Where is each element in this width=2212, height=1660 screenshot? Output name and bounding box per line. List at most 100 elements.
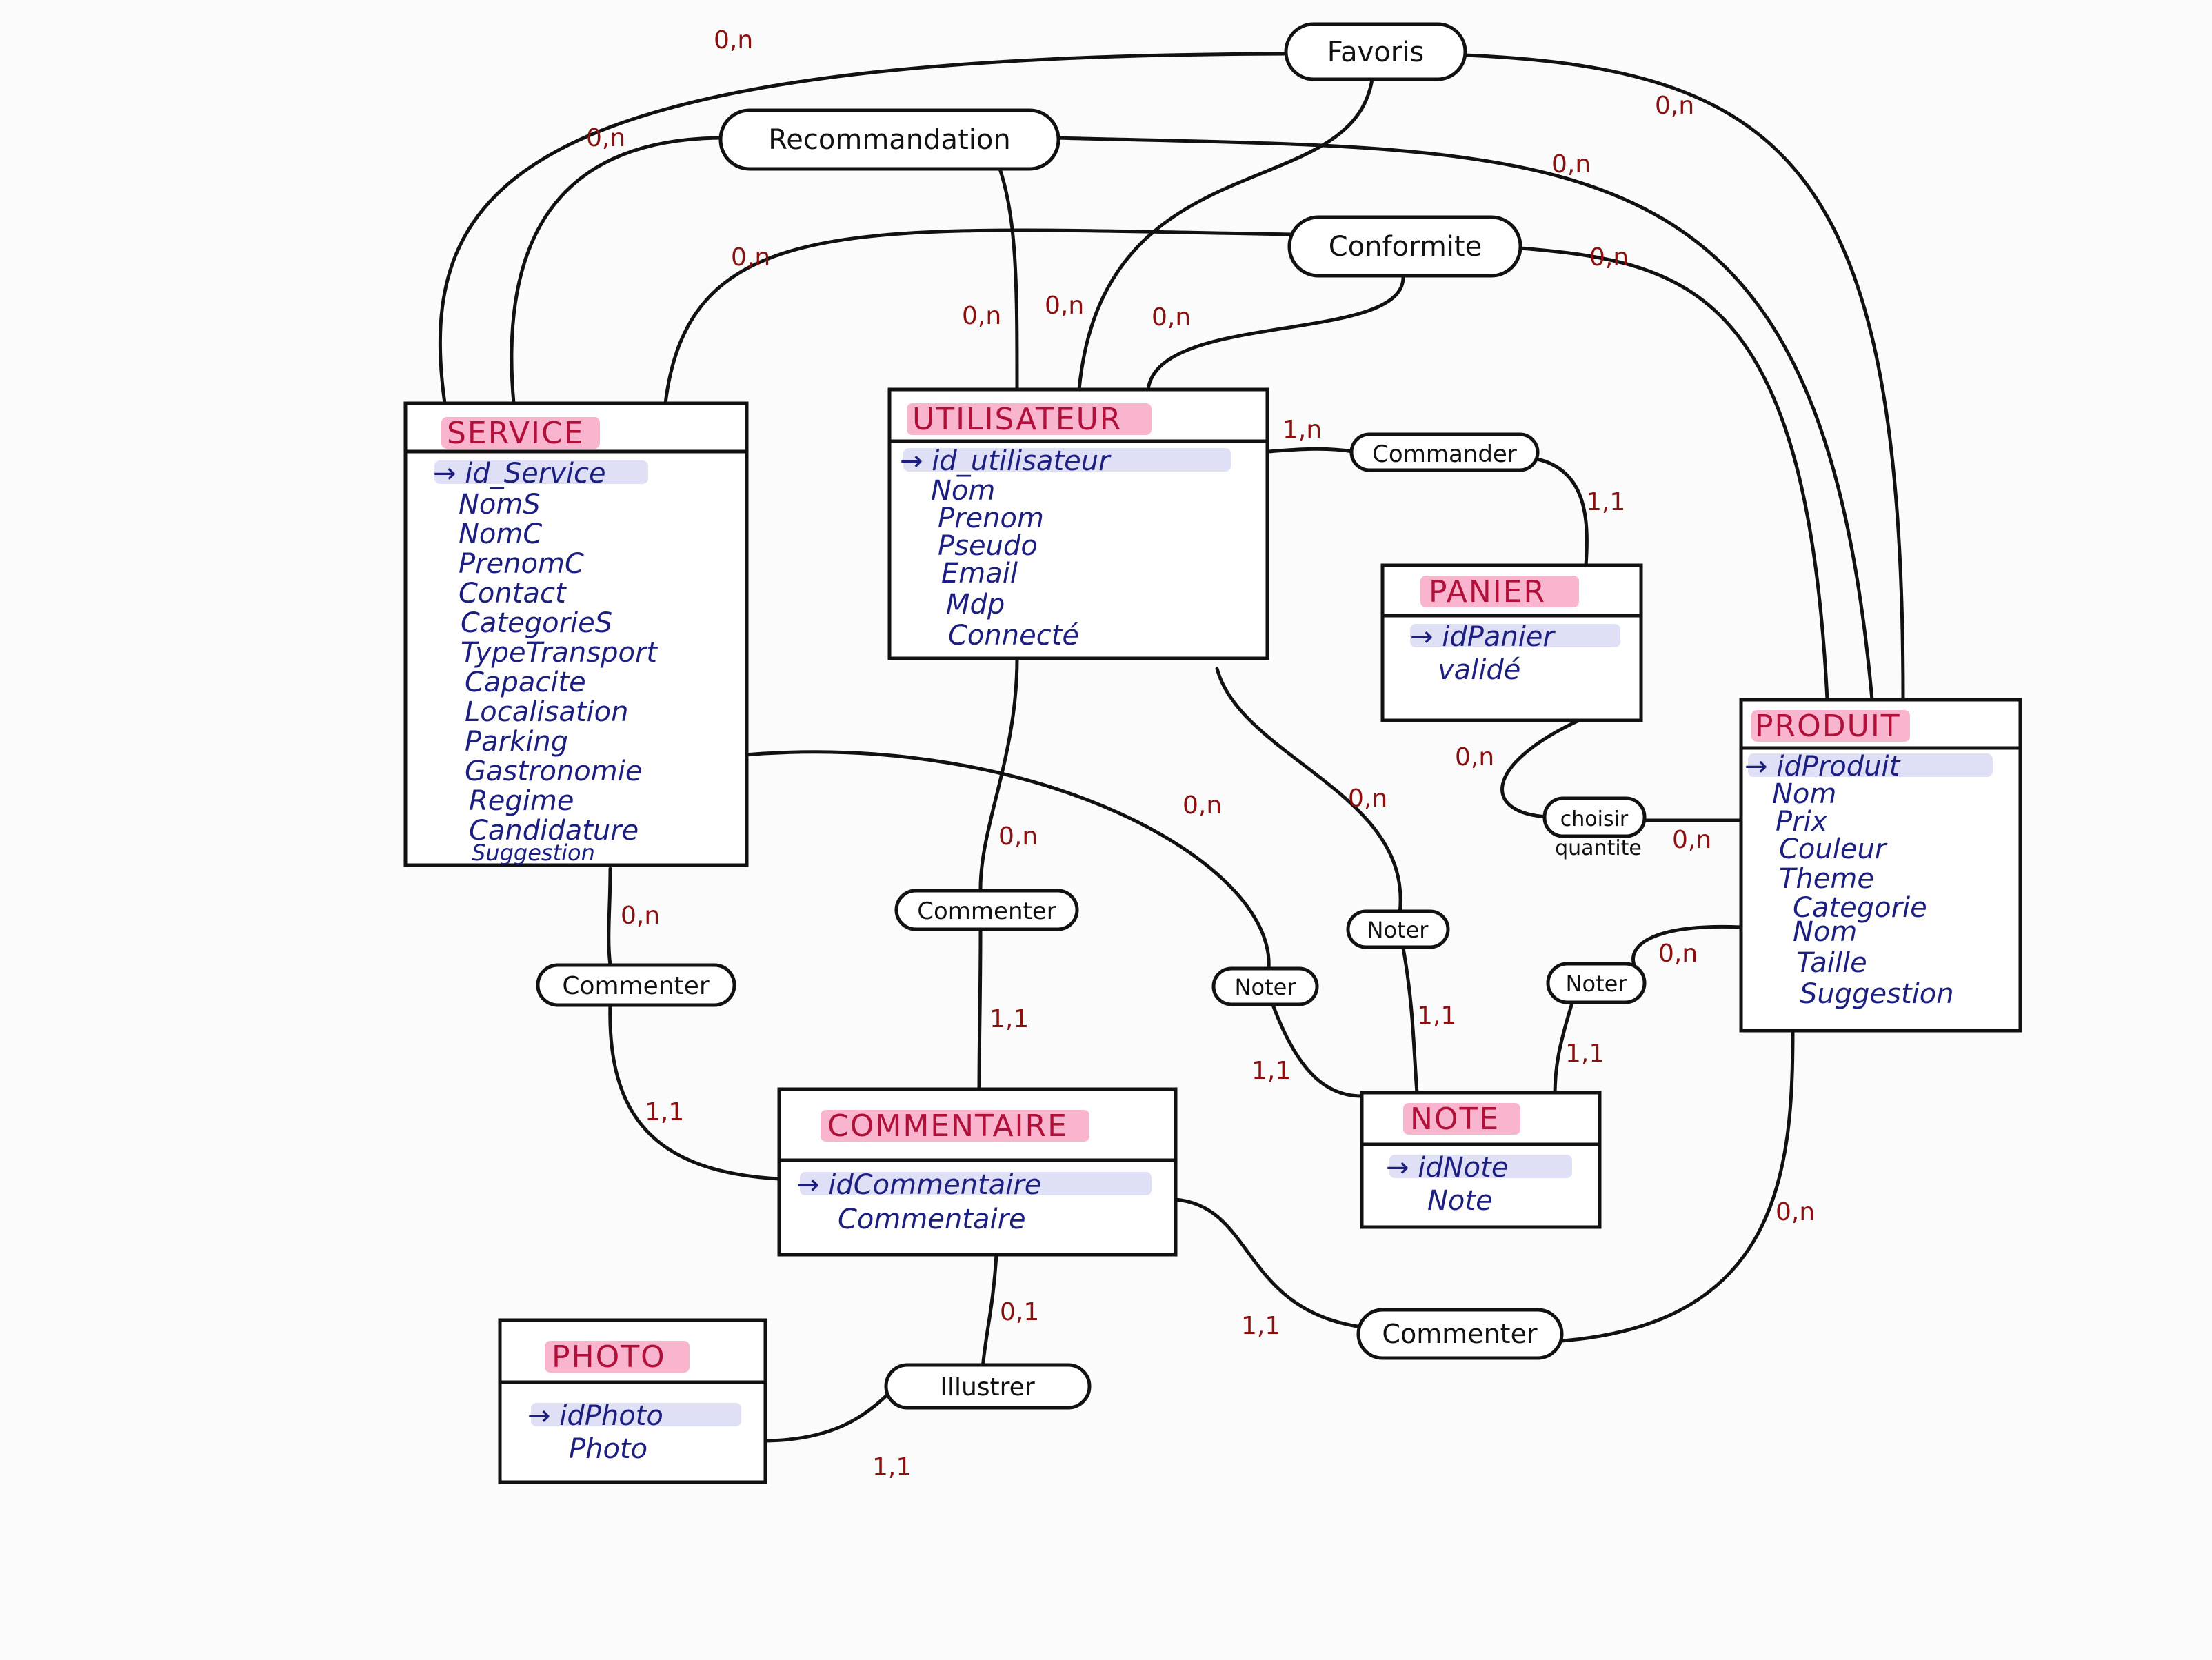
cardinality-label: 1,1 — [1241, 1312, 1280, 1340]
line-noter-prod-note — [1553, 1001, 1574, 1098]
cardinality-label: 0,n — [1655, 92, 1694, 120]
association-label: choisir — [1560, 807, 1629, 831]
entity-attribute: Localisation — [465, 696, 628, 728]
entity-attribute: Mdp — [946, 589, 1005, 620]
cardinality-label: 0,n — [962, 302, 1001, 330]
line-commenter-util-utilisateur — [978, 656, 1019, 895]
cardinality-label: 0,n — [1551, 150, 1591, 179]
entity-title: PHOTO — [552, 1339, 666, 1375]
cardinality-label: 0,1 — [1000, 1298, 1039, 1326]
cardinality-label: 0,n — [1183, 791, 1222, 820]
line-recommandation-service — [510, 136, 726, 405]
cardinality-label: 1,1 — [872, 1453, 912, 1481]
cardinality-label: 0,n — [621, 902, 660, 930]
line-commander-panier — [1532, 456, 1589, 567]
entity-id-attribute: → idNote — [1386, 1152, 1508, 1184]
entity-attribute: PrenomC — [459, 548, 584, 580]
association-noter-utilisateur[interactable]: Noter — [1346, 909, 1450, 949]
entity-photo[interactable]: PHOTO → idPhoto Photo — [498, 1318, 767, 1484]
entity-commentaire[interactable]: COMMENTAIRE → idCommentaire Commentaire — [777, 1087, 1178, 1257]
entity-id-attribute: → idProduit — [1745, 751, 1901, 782]
entity-title: COMMENTAIRE — [827, 1109, 1068, 1144]
entity-attribute: Commentaire — [838, 1204, 1026, 1235]
entity-title: PRODUIT — [1755, 709, 1901, 744]
cardinality-label: 0,n — [1045, 292, 1084, 320]
entity-id-attribute: → id_Service — [433, 458, 606, 489]
line-commenter-serv-service — [607, 867, 612, 967]
entity-attribute: Suggestion — [472, 840, 595, 866]
entity-note[interactable]: NOTE → idNote Note — [1360, 1091, 1602, 1229]
association-commenter-produit[interactable]: Commenter — [1356, 1308, 1564, 1360]
entity-attribute: Capacite — [465, 667, 586, 698]
association-label: Commenter — [917, 898, 1056, 925]
association-label: Noter — [1235, 974, 1297, 1000]
association-commenter-service[interactable]: Commenter — [536, 963, 736, 1007]
entity-produit[interactable]: PRODUIT → idProduit Nom Prix Couleur The… — [1739, 698, 2022, 1033]
cardinality-label: 0,n — [998, 822, 1038, 851]
line-recommandation-utilisateur — [998, 167, 1019, 392]
association-attribute: quantite — [1555, 836, 1642, 860]
line-noter-serv-service — [743, 750, 1271, 971]
entity-id-attribute: → idPhoto — [527, 1400, 663, 1432]
cardinality-label: 1,1 — [1251, 1057, 1291, 1085]
association-label: Noter — [1566, 971, 1628, 997]
cardinality-label: 1,1 — [1417, 1002, 1456, 1030]
entity-attribute: TypeTransport — [461, 637, 658, 669]
relationship-lines — [438, 52, 1905, 1443]
entity-attribute: Suggestion — [1800, 978, 1954, 1010]
line-noter-util-note — [1401, 946, 1419, 1095]
entity-attribute: Taille — [1796, 947, 1867, 979]
entity-attribute: NomS — [459, 489, 541, 520]
entity-id-attribute: → idCommentaire — [796, 1169, 1041, 1201]
entity-title: SERVICE — [447, 416, 585, 451]
line-commenter-util-commentaire — [977, 925, 983, 1091]
entity-utilisateur[interactable]: UTILISATEUR → id_utilisateur Nom Prenom … — [887, 387, 1269, 660]
association-choisir[interactable]: choisir quantite — [1542, 796, 1647, 860]
entity-id-attribute: → idPanier — [1410, 621, 1556, 653]
entity-attribute: Contact — [459, 578, 567, 609]
entity-attribute: Couleur — [1779, 833, 1888, 865]
entity-title: PANIER — [1429, 574, 1546, 609]
entity-attribute: Parking — [465, 726, 568, 758]
line-conformite-produit — [1518, 246, 1829, 702]
cardinality-label: 0,n — [714, 26, 753, 54]
entity-title: NOTE — [1410, 1102, 1500, 1137]
cardinality-label: 0,n — [1348, 785, 1387, 813]
entity-attribute: Nom — [931, 475, 995, 507]
entity-attribute: Nom — [1793, 916, 1857, 948]
cardinality-label: 0,n — [586, 124, 625, 152]
association-recommandation[interactable]: Recommandation — [718, 108, 1060, 171]
entity-panier[interactable]: PANIER → idPanier validé — [1380, 563, 1643, 722]
entity-attribute: Nom — [1772, 778, 1836, 810]
association-label: Commander — [1372, 441, 1517, 468]
association-noter-service[interactable]: Noter — [1211, 966, 1319, 1006]
line-noter-serv-note — [1270, 1001, 1364, 1098]
cardinality-label: 1,1 — [1565, 1040, 1605, 1068]
association-commenter-utilisateur[interactable]: Commenter — [894, 889, 1079, 931]
entity-attribute: Gastronomie — [465, 756, 642, 787]
association-label: Recommandation — [768, 124, 1010, 156]
entity-attribute: Email — [941, 558, 1018, 589]
association-label: Commenter — [562, 972, 710, 1000]
association-conformite[interactable]: Conformite — [1287, 215, 1522, 278]
entity-attribute: Regime — [469, 785, 574, 817]
line-commander-utilisateur — [1267, 447, 1355, 454]
association-label: Favoris — [1327, 37, 1424, 68]
line-conformite-utilisateur — [1146, 274, 1405, 392]
entity-service[interactable]: SERVICE → id_Service NomS NomC PrenomC C… — [403, 401, 749, 867]
entity-attribute: Photo — [569, 1433, 647, 1465]
entity-attribute: Candidature — [469, 815, 639, 847]
entity-attribute: CategorieS — [461, 607, 612, 639]
association-favoris[interactable]: Favoris — [1284, 22, 1467, 81]
association-noter-produit[interactable]: Noter — [1546, 962, 1647, 1004]
entity-attribute: Connecté — [948, 620, 1079, 651]
entity-attribute: Prenom — [938, 503, 1044, 534]
cardinality-label: 1,1 — [645, 1098, 684, 1126]
cardinalities: 0,n 0,n 0,n 0,n 0,n 0,n 0,n 0,n 0,n 1,n … — [586, 26, 1815, 1481]
line-illustrer-commentaire — [981, 1253, 998, 1370]
association-label: Noter — [1367, 917, 1429, 943]
cardinality-label: 0,n — [1658, 940, 1698, 968]
association-commander[interactable]: Commander — [1349, 432, 1540, 472]
association-illustrer[interactable]: Illustrer — [884, 1363, 1092, 1410]
entity-attribute: validé — [1438, 654, 1520, 686]
